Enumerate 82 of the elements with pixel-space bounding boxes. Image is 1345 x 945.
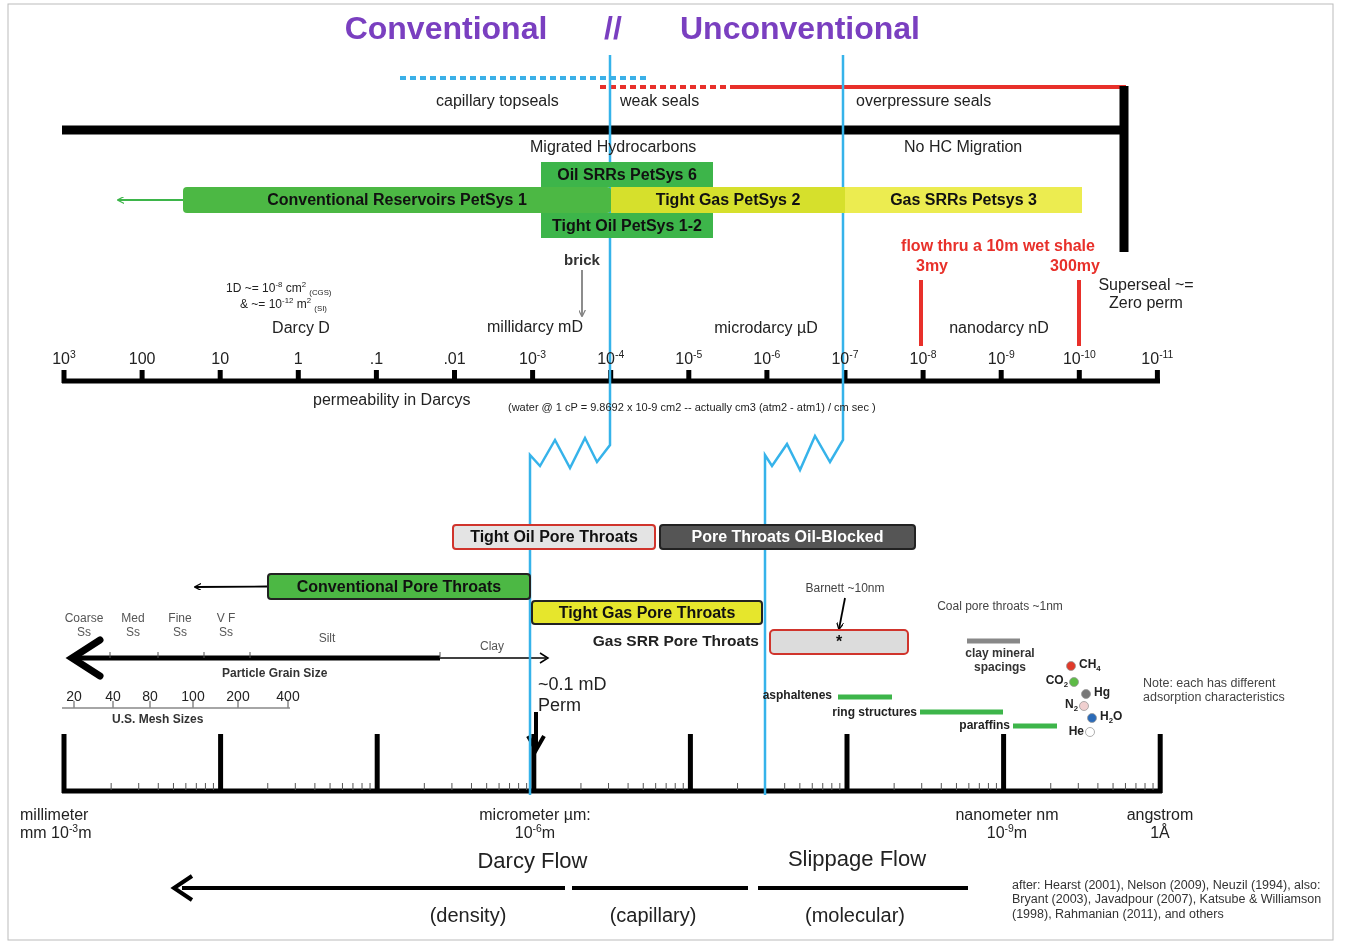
scale-label: angstrom 1Å xyxy=(1125,806,1195,843)
unit-label: Darcy D xyxy=(271,319,331,338)
tick-label: 10$^{-11}$ xyxy=(1140,350,1175,369)
annotation: flow thru a 10m wet shale xyxy=(900,237,1096,256)
annotation: Barnett ~10nm xyxy=(792,580,898,598)
seal-label: overpressure seals xyxy=(856,92,993,111)
flow-label: (density) xyxy=(428,904,508,927)
grain-class-label: V F Ss xyxy=(215,612,237,640)
molecule-label: H$_{2}$O xyxy=(1100,710,1124,724)
petroleum-system-bar: Gas SRRs Petsys 3 xyxy=(845,187,1082,213)
grain-class-label: Clay xyxy=(479,640,505,654)
tick-label: 1 xyxy=(292,350,304,369)
tick-label: 40 xyxy=(104,688,122,705)
annotation: ~0.1 mD Perm xyxy=(538,674,608,716)
reference-note: after: Hearst (2001), Nelson (2009), Neuzil (1994), also: Bryant (2003), Javadpour (2007), Katsube & Williamson (1998), Rahmanian (2011), and others xyxy=(1012,878,1323,922)
tick-label: 10$^{3}$ xyxy=(51,350,77,369)
molecule-label: CH$_{4}$ xyxy=(1079,658,1102,672)
arrow xyxy=(116,195,184,205)
molecule-label: N$_{2}$ xyxy=(1064,698,1078,712)
tick-label: 100 xyxy=(180,688,206,705)
annotation: brick xyxy=(558,250,606,270)
annotation: Coal pore throats ~1nm xyxy=(936,600,1064,614)
pore-throat-bar: Pore Throats Oil-Blocked xyxy=(659,524,916,550)
flow-label: (molecular) xyxy=(804,904,906,927)
annotation: 3my xyxy=(915,257,949,276)
grain-class-label: Silt xyxy=(317,632,337,646)
tick-label: 10 xyxy=(210,350,231,369)
era-heading: Unconventional xyxy=(679,10,921,47)
flow-label: Darcy Flow xyxy=(476,848,589,874)
annotation: Superseal ~= Zero perm xyxy=(1097,276,1195,313)
era-heading: Conventional xyxy=(343,10,549,47)
pore-throat-bar: Conventional Pore Throats xyxy=(267,573,531,600)
petroleum-system-bar: Tight Gas PetSys 2 xyxy=(611,187,845,213)
annotation: 300my xyxy=(1049,257,1101,276)
arrow xyxy=(193,582,268,592)
molecule-label: ring structures xyxy=(831,706,917,720)
axis-title: permeability in Darcys xyxy=(313,391,472,410)
axis-title: Particle Grain Size xyxy=(222,667,329,681)
axis-title: U.S. Mesh Sizes xyxy=(112,713,205,727)
petroleum-system-bar: Conventional Reservoirs PetSys 1 xyxy=(183,187,611,213)
tick-label: 400 xyxy=(275,688,301,705)
tick-label: 10$^{-9}$ xyxy=(986,350,1016,369)
pore-throat-bar: Tight Gas Pore Throats xyxy=(531,600,763,625)
tick-label: 10$^{-6}$ xyxy=(752,350,782,369)
tick-label: 10$^{-8}$ xyxy=(908,350,938,369)
petroleum-system-bar: Oil SRRs PetSys 6 xyxy=(541,162,713,187)
flow-label: (capillary) xyxy=(608,904,698,927)
unit-label: nanodarcy nD xyxy=(948,319,1050,338)
molecule-label: He xyxy=(1067,725,1084,739)
tick-label: 10$^{-10}$ xyxy=(1061,350,1097,369)
scale-label: millimeter mm 10$^{-3}$m xyxy=(20,806,93,843)
arrow xyxy=(577,269,587,318)
flow-label: Slippage Flow xyxy=(786,846,928,872)
pore-throat-bar: * xyxy=(769,629,909,655)
seal-label: weak seals xyxy=(620,92,701,111)
molecule-label: paraffins xyxy=(958,719,1010,733)
tick-label: .01 xyxy=(442,350,467,369)
node-caption: Gas SRR Pore Throats xyxy=(591,632,759,650)
tick-label: 20 xyxy=(65,688,83,705)
tick-label: .1 xyxy=(368,350,385,369)
era-heading: // xyxy=(603,10,623,47)
note: Note: each has different adsorption characteristics xyxy=(1143,676,1286,705)
grain-class-label: Med Ss xyxy=(120,612,146,640)
scale-label: micrometer µm: 10$^{-6}$m xyxy=(478,806,592,843)
tick-label: 10$^{-3}$ xyxy=(518,350,548,369)
tick-label: 10$^{-5}$ xyxy=(674,350,704,369)
unit-label: millidarcy mD xyxy=(474,316,596,338)
grain-class-label: Fine Ss xyxy=(167,612,193,640)
unit-label: microdarcy µD xyxy=(713,319,819,338)
seal-label: capillary topseals xyxy=(436,92,560,111)
tick-label: 80 xyxy=(141,688,159,705)
pore-throat-bar: Tight Oil Pore Throats xyxy=(452,524,656,550)
grain-class-label: Coarse Ss xyxy=(63,612,105,640)
molecule-label: Hg xyxy=(1094,686,1111,700)
tick-label: 200 xyxy=(225,688,251,705)
scale-label: nanometer nm 10$^{-9}$m xyxy=(954,806,1060,843)
petroleum-system-bar: Tight Oil PetSys 1-2 xyxy=(541,213,713,238)
section-label: No HC Migration xyxy=(904,138,1024,157)
tick-label: 100 xyxy=(127,350,157,369)
molecule-label: CO$_{2}$ xyxy=(1044,674,1068,688)
annotation: clay mineral spacings xyxy=(964,647,1036,675)
arrow xyxy=(836,597,846,631)
